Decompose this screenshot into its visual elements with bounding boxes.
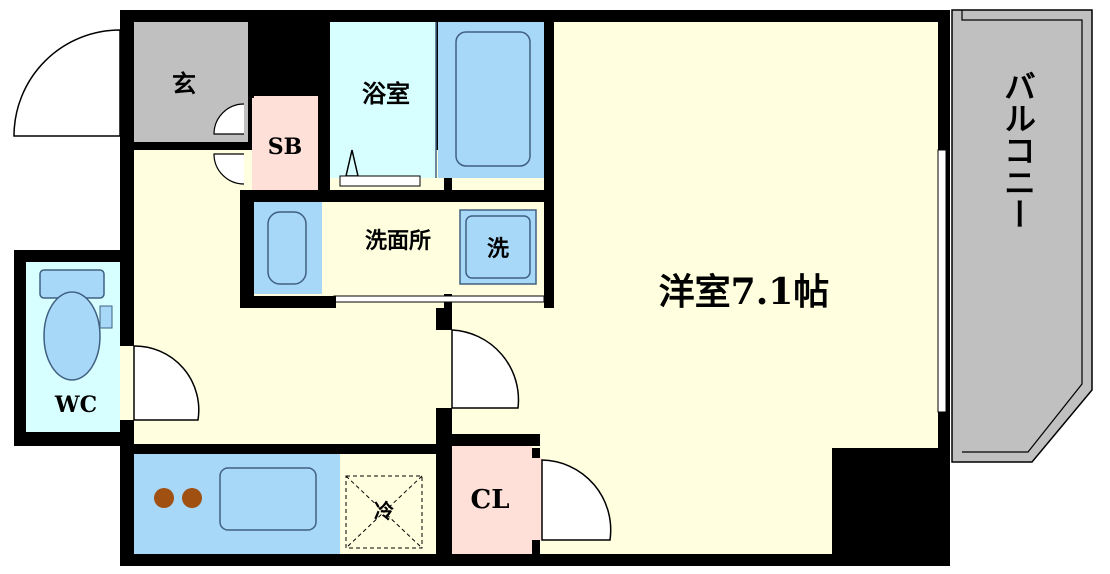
- western-room-door: [436, 329, 520, 409]
- shoe-box-doors: [213, 103, 245, 185]
- shoe-box-label: SB: [268, 134, 302, 160]
- washbasin: [267, 211, 307, 285]
- balcony: [951, 9, 1093, 463]
- closet-label: CL: [471, 485, 510, 515]
- fridge-space: [345, 475, 423, 549]
- closet-door: [530, 458, 612, 541]
- toilet-bowl: [43, 291, 101, 381]
- entrance-label: 玄: [172, 69, 196, 98]
- western-room-label: 洋室7.1帖: [659, 271, 830, 313]
- washer-label: 洗: [487, 236, 509, 262]
- washroom-label: 洗面所: [365, 228, 431, 254]
- bathtub: [455, 31, 531, 167]
- stove-burner-left: [154, 488, 174, 508]
- bathroom-label: 浴室: [362, 79, 410, 108]
- bathroom-floor: [330, 22, 436, 178]
- washer: [459, 209, 537, 285]
- entrance-door: [13, 29, 121, 140]
- closet-floor: [452, 446, 532, 554]
- balcony-label: バルコニー: [999, 70, 1037, 230]
- stove-burner-right: [182, 488, 202, 508]
- toilet-door: [120, 345, 200, 421]
- kitchen-sink: [219, 467, 317, 531]
- toilet-label: WC: [54, 392, 97, 418]
- shoe-box: [252, 96, 318, 190]
- fridge-label: 冷: [374, 499, 394, 523]
